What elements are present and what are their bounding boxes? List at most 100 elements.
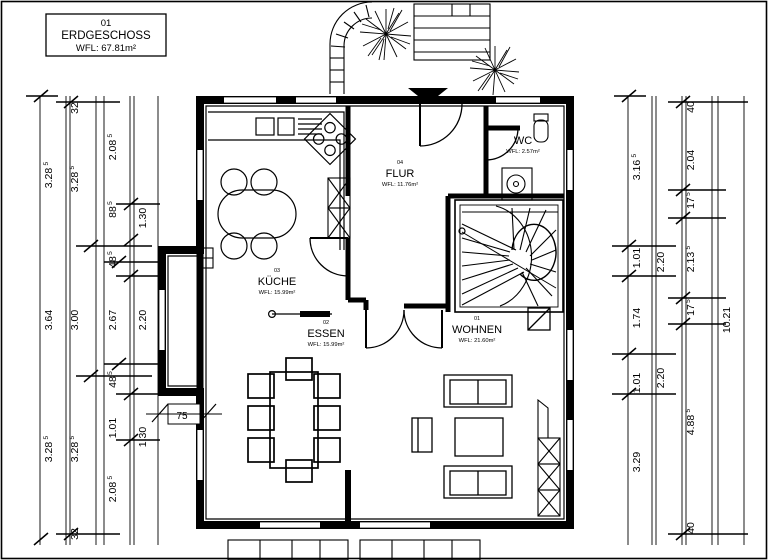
- dimension-superscript: 5: [107, 201, 114, 205]
- exterior-stair-top: [413, 3, 491, 61]
- svg-text:48: 48: [107, 376, 119, 388]
- dimension-text: 2.20: [655, 368, 667, 389]
- dimension-text: 2.67: [107, 310, 119, 331]
- dimension-text: 2.20: [655, 252, 667, 273]
- svg-text:1.30: 1.30: [137, 427, 149, 448]
- dimension-text: 1.74: [631, 308, 643, 329]
- toilet-fixture: [533, 113, 549, 143]
- room-number: 01: [474, 316, 480, 322]
- interior-dimension-75: [146, 403, 222, 425]
- svg-text:17: 17: [685, 304, 697, 316]
- svg-text:2.67: 2.67: [107, 310, 119, 331]
- dimension-superscript: 5: [43, 436, 50, 440]
- room-name: KÜCHE: [258, 276, 297, 288]
- svg-text:17: 17: [685, 197, 697, 209]
- svg-text:40: 40: [685, 522, 697, 534]
- coffee-table: [454, 417, 504, 457]
- dimension-text: 175: [685, 192, 697, 209]
- room-area: WFL: 11.76m²: [382, 182, 418, 188]
- kitchen-cabinets-hatched: [327, 177, 351, 239]
- dimension-text: 32: [69, 102, 81, 114]
- dimension-text: 485: [107, 251, 119, 268]
- svg-text:32: 32: [69, 102, 81, 114]
- room-number: 03: [274, 268, 280, 274]
- kitchen-table-round: [217, 168, 297, 260]
- dimension-text: 175: [685, 299, 697, 316]
- dimension-text: 1.01: [107, 418, 119, 439]
- room-area: WFL: 2.57m²: [506, 149, 540, 155]
- svg-text:2.04: 2.04: [685, 150, 697, 171]
- dining-table-set: [247, 357, 341, 483]
- svg-text:2.20: 2.20: [655, 252, 667, 273]
- dimension-text: 2.135: [685, 246, 697, 273]
- room-area: WFL: 15.99m²: [259, 290, 296, 296]
- title-block-area: WFL: 67.81m²: [76, 43, 136, 54]
- svg-text:2.08: 2.08: [107, 140, 119, 161]
- svg-text:3.29: 3.29: [631, 452, 643, 473]
- exterior-curved-stair: [329, 1, 373, 94]
- svg-text:1.74: 1.74: [631, 308, 643, 329]
- room-area: WFL: 21.60m²: [459, 338, 496, 344]
- window-glazing-lines: [158, 96, 574, 529]
- dimension-text: 3.16 5: [631, 154, 643, 181]
- dimension-text: 32: [69, 528, 81, 540]
- svg-text:40: 40: [685, 101, 697, 113]
- dimension-superscript: 5: [69, 166, 76, 170]
- dimension-ticks: [26, 89, 748, 546]
- dimension-text: 1.01: [631, 248, 643, 269]
- armchair-left: [411, 417, 433, 453]
- title-block: 01 ERDGESCHOSS WFL: 67.81m²: [45, 13, 167, 57]
- bottom-terrace: [227, 539, 481, 560]
- dimension-text-group: 3.2853.643.285323.2853.003.285322.085885…: [43, 101, 733, 540]
- dimension-text: 2.04: [685, 150, 697, 171]
- dimension-superscript: 5: [631, 154, 638, 158]
- exterior-wall-inner-line: [205, 105, 565, 520]
- room-number: 02: [323, 320, 329, 326]
- dimension-text: 1.01: [631, 373, 643, 394]
- dimension-text: 2.08 5: [107, 134, 119, 161]
- sofa-lower: [443, 465, 513, 499]
- dimension-text: 3.00: [69, 310, 81, 331]
- dimension-text: 3.28 5: [69, 436, 81, 463]
- sofa-upper: [443, 374, 513, 408]
- dimension-superscript: 5: [685, 409, 692, 413]
- svg-text:3.28: 3.28: [69, 172, 81, 193]
- tree-symbol-right: [469, 46, 520, 96]
- svg-text:2.08: 2.08: [107, 482, 119, 503]
- svg-text:3.00: 3.00: [69, 310, 81, 331]
- title-block-floor: ERDGESCHOSS: [61, 30, 151, 42]
- dimension-text: 3.28 5: [69, 166, 81, 193]
- dimension-text: 2.20: [137, 310, 149, 331]
- room-name: FLUR: [386, 168, 415, 180]
- dimension-text: 10.21: [721, 307, 733, 333]
- window-openings: [159, 97, 573, 528]
- dimension-text: 75: [176, 411, 188, 422]
- svg-text:3.16: 3.16: [631, 160, 643, 181]
- tree-symbol-left: [359, 7, 412, 61]
- svg-text:3.28: 3.28: [69, 442, 81, 463]
- dimension-superscript: 5: [107, 371, 114, 375]
- svg-text:4.88: 4.88: [685, 415, 697, 436]
- room-name: ESSEN: [307, 328, 344, 340]
- radiator-symbol: [268, 310, 332, 319]
- dimension-superscript: 5: [43, 162, 50, 166]
- title-block-number: 01: [101, 18, 112, 29]
- kitchen-appliance-column: [202, 247, 214, 269]
- svg-text:48: 48: [107, 256, 119, 268]
- cooktop-4-burner: [303, 112, 357, 166]
- svg-text:1.01: 1.01: [631, 248, 643, 269]
- dimension-superscript: 5: [69, 436, 76, 440]
- shelving-unit-hatched: [537, 398, 561, 517]
- dimension-superscript: 5: [107, 134, 114, 138]
- dimension-superscript: 5: [685, 192, 692, 196]
- svg-text:32: 32: [69, 528, 81, 540]
- dimension-text: 40: [685, 522, 697, 534]
- svg-text:1.01: 1.01: [631, 373, 643, 394]
- kitchen-counter: [208, 111, 345, 250]
- dimension-text: 1.30: [137, 427, 149, 448]
